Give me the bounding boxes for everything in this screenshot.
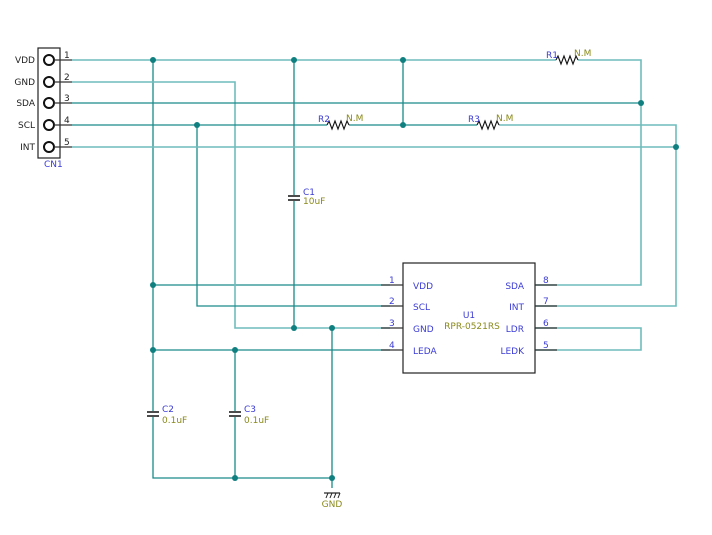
- capacitor-value: 0.1uF: [162, 416, 187, 426]
- connector-pin-icon: [43, 119, 55, 131]
- ic-pin-number: 7: [543, 297, 549, 307]
- resistor-ref: R1: [546, 51, 558, 61]
- capacitor-ref: C3: [244, 405, 256, 415]
- ic-pin-number: 4: [389, 341, 395, 351]
- connector-pin-icon: [43, 54, 55, 66]
- ic-pin-number: 1: [389, 276, 395, 286]
- ic-pin-number: 6: [543, 319, 549, 329]
- capacitor-ref: C1: [303, 188, 315, 198]
- ic-pin-name: VDD: [413, 282, 433, 292]
- capacitor-c1: C1 10uF: [288, 188, 325, 207]
- resistor-r3: R3 N.M: [468, 114, 513, 131]
- wire-r1-sda: [535, 59, 642, 286]
- resistor-value: N.M: [574, 49, 591, 59]
- connector-pin-name: GND: [14, 78, 35, 88]
- wire-ldr-ledk: [535, 327, 642, 351]
- resistor-value: N.M: [346, 114, 363, 124]
- ic-pin-number: 5: [543, 341, 549, 351]
- resistor-ref: R3: [468, 115, 480, 125]
- wire-scl-ic: [196, 125, 390, 307]
- connector-pin-name: SDA: [16, 99, 35, 109]
- connector-pin-number: 5: [64, 138, 70, 148]
- connector-pin-icon: [43, 76, 55, 88]
- ic-pin-name: LDR: [506, 325, 524, 335]
- connector-pin-icon: [43, 141, 55, 153]
- connector-cn1: VDD GND SDA SCL INT 1 2 3 4 5 CN1: [14, 47, 72, 170]
- resistor-ref: R2: [318, 115, 330, 125]
- ic-ref: U1: [463, 311, 475, 321]
- wire-vdd-bus: [152, 60, 332, 479]
- ic-pin-name: GND: [413, 325, 434, 335]
- resistor-r2: R2 N.M: [318, 114, 363, 131]
- connector-pin-name: INT: [20, 143, 35, 153]
- capacitor-c3: C3 0.1uF: [229, 405, 269, 426]
- capacitor-c2: C2 0.1uF: [147, 405, 187, 426]
- resistor-value: N.M: [496, 114, 513, 124]
- ic-pin-name: LEDA: [413, 347, 437, 357]
- ic-u1: 1 2 3 4 VDD SCL GND LEDA 8 7 6 5 SDA INT…: [381, 262, 557, 374]
- ic-pin-name: LEDK: [500, 347, 525, 357]
- resistor-icon: [476, 119, 500, 131]
- ic-pin-number: 3: [389, 319, 395, 329]
- ic-part-number: RPR-0521RS: [444, 322, 500, 332]
- ground-symbol: GND: [322, 492, 343, 510]
- ic-pin-number: 2: [389, 297, 395, 307]
- connector-ref: CN1: [44, 160, 63, 170]
- resistor-icon: [326, 119, 350, 131]
- connector-pin-name: VDD: [15, 56, 35, 66]
- ic-pin-name: SCL: [413, 303, 430, 313]
- resistor-icon: [555, 54, 579, 66]
- connector-pin-number: 3: [64, 94, 70, 104]
- ic-pin-name: SDA: [505, 282, 524, 292]
- junctions: [150, 57, 679, 481]
- connector-pin-number: 4: [64, 116, 70, 126]
- capacitor-value: 10uF: [303, 197, 325, 207]
- connector-pin-icon: [43, 97, 55, 109]
- ic-body: [402, 262, 536, 374]
- connector-pin-number: 2: [64, 73, 70, 83]
- wire-r3-int: [499, 124, 677, 307]
- capacitor-value: 0.1uF: [244, 416, 269, 426]
- connector-pin-number: 1: [64, 51, 70, 61]
- ic-pin-name: INT: [509, 303, 524, 313]
- capacitor-ref: C2: [162, 405, 174, 415]
- resistor-r1: R1 N.M: [546, 49, 591, 66]
- wires: [72, 59, 677, 488]
- ic-pin-number: 8: [543, 276, 549, 286]
- connector-pin-name: SCL: [18, 121, 35, 131]
- wire-gnd: [72, 81, 390, 329]
- ground-label: GND: [322, 500, 343, 510]
